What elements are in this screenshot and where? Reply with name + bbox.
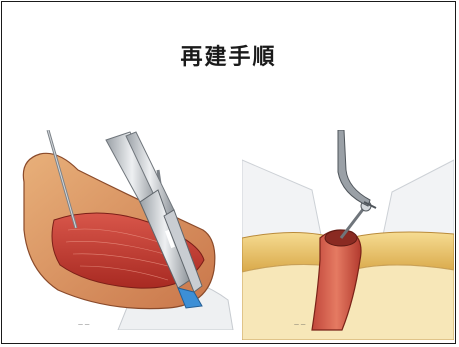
svg-text:— —: — — (294, 322, 306, 328)
slide-frame: 再建手順 (1, 1, 456, 344)
stomach-stapler-illustration: — — (18, 130, 240, 330)
svg-text:— —: — — (78, 322, 90, 328)
slide-title: 再建手順 (2, 39, 455, 71)
duodenum-anvil-illustration: — — (242, 130, 454, 340)
